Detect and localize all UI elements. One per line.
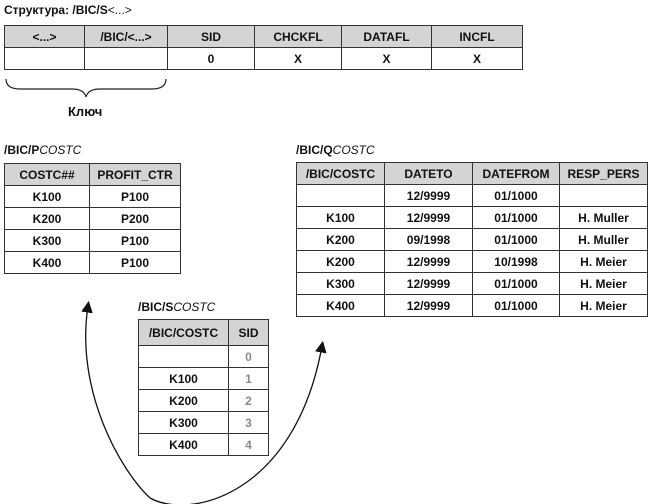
structure-data-row: 0 X X X	[4, 47, 523, 70]
s-table-cell: 3	[228, 411, 269, 434]
structure-title-prefix: Структура: /BIC/S	[4, 3, 108, 17]
p-table-title-suffix: COSTC	[39, 143, 82, 157]
p-table-cell: K100	[4, 185, 90, 208]
q-table-cell: 01/1000	[472, 294, 560, 317]
q-table-cell: 12/9999	[384, 184, 473, 207]
q-table-header-cell: /BIC/COSTC	[296, 162, 385, 185]
p-table-cell: P200	[89, 207, 181, 230]
p-table-header-cell: PROFIT_CTR	[89, 163, 181, 186]
p-table-header-row: COSTC## PROFIT_CTR	[4, 163, 181, 186]
s-table-header-row: /BIC/COSTC SID	[138, 319, 269, 346]
q-table-title-suffix: COSTC	[332, 143, 375, 157]
table-row: 0	[138, 345, 269, 368]
q-table-cell: K200	[296, 250, 385, 273]
q-table-title: /BIC/QCOSTC	[296, 143, 375, 157]
structure-cell: X	[254, 47, 342, 70]
q-table-cell: K200	[296, 228, 385, 251]
p-table-title-prefix: /BIC/P	[4, 143, 40, 157]
structure-cell: X	[431, 47, 523, 70]
q-table-cell: 10/1998	[472, 250, 560, 273]
arrow-to-q-table	[149, 340, 327, 504]
q-table-header-cell: DATETO	[384, 162, 473, 185]
q-table-cell: H. Muller	[559, 228, 648, 251]
q-table-cell: K300	[296, 272, 385, 295]
q-table-cell: H. Muller	[559, 206, 648, 229]
q-table-cell: 09/1998	[384, 228, 473, 251]
structure-header-cell: /BIC/<...>	[84, 25, 168, 48]
q-table-cell: 12/9999	[384, 250, 473, 273]
s-table-header-cell: SID	[228, 319, 269, 346]
p-table-cell: K400	[4, 251, 90, 274]
q-table-header-row: /BIC/COSTC DATETO DATEFROM RESP_PERS	[296, 162, 648, 185]
s-table-title-prefix: /BIC/S	[138, 300, 174, 314]
key-brace	[5, 78, 167, 98]
structure-title: Структура: /BIC/S<...>	[4, 3, 132, 17]
key-label: Ключ	[68, 104, 103, 119]
structure-header-cell: SID	[167, 25, 255, 48]
structure-header-cell: INCFL	[431, 25, 523, 48]
s-table-title: /BIC/SCOSTC	[138, 300, 215, 314]
q-table-cell: K100	[296, 206, 385, 229]
structure-cell	[4, 47, 85, 70]
structure-header-cell: <...>	[4, 25, 85, 48]
structure-cell: 0	[167, 47, 255, 70]
structure-title-suffix: <...>	[107, 3, 132, 17]
q-table-cell: H. Meier	[559, 250, 648, 273]
s-table-cell: 4	[228, 433, 269, 456]
structure-cell	[84, 47, 168, 70]
q-table: /BIC/COSTC DATETO DATEFROM RESP_PERS 12/…	[296, 162, 648, 317]
s-table-header-cell: /BIC/COSTC	[138, 319, 229, 346]
structure-header-cell: DATAFL	[341, 25, 432, 48]
q-table-header-cell: DATEFROM	[472, 162, 560, 185]
arrow-to-p-table	[81, 300, 151, 499]
p-table-title: /BIC/PCOSTC	[4, 143, 81, 157]
p-table-cell: K300	[4, 229, 90, 252]
q-table-cell: 12/9999	[384, 206, 473, 229]
q-table-cell: H. Meier	[559, 294, 648, 317]
p-table-cell: P100	[89, 185, 181, 208]
q-table-title-prefix: /BIC/Q	[296, 143, 333, 157]
s-table-cell: 0	[228, 345, 269, 368]
q-table-header-cell: RESP_PERS	[559, 162, 648, 185]
structure-table: <...> /BIC/<...> SID CHCKFL DATAFL INCFL…	[4, 25, 523, 70]
q-table-cell: 12/9999	[384, 272, 473, 295]
q-table-cell: K400	[296, 294, 385, 317]
q-table-cell: H. Meier	[559, 272, 648, 295]
p-table-cell: P100	[89, 251, 181, 274]
s-table-title-suffix: COSTC	[173, 300, 216, 314]
s-table-cell: 2	[228, 389, 269, 412]
s-table-cell	[138, 345, 229, 368]
p-table-header-cell: COSTC##	[4, 163, 90, 186]
structure-cell: X	[341, 47, 432, 70]
q-table-cell: 01/1000	[472, 228, 560, 251]
structure-header-row: <...> /BIC/<...> SID CHCKFL DATAFL INCFL	[4, 25, 523, 48]
q-table-cell: 01/1000	[472, 184, 560, 207]
